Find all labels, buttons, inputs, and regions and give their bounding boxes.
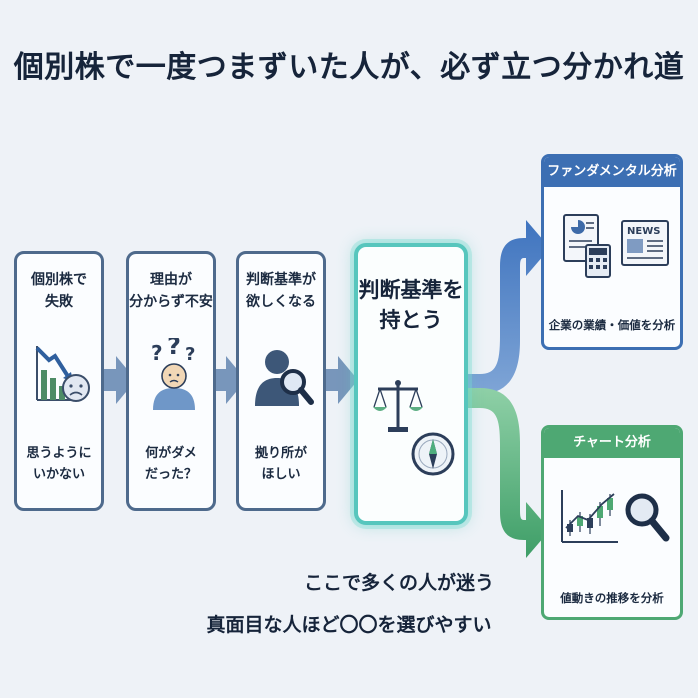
center-card-criteria: 判断基準を 持とう bbox=[354, 243, 468, 525]
step1-top-line2: 失敗 bbox=[45, 293, 73, 310]
step2-top-line2: 分からず不安 bbox=[129, 293, 213, 310]
candlestick-chart-icon bbox=[561, 490, 618, 543]
svg-text:?: ? bbox=[151, 341, 163, 365]
magnifier-icon bbox=[625, 493, 670, 542]
document-calculator-icon bbox=[563, 214, 611, 278]
step1-top-line1: 個別株で bbox=[31, 272, 87, 288]
branch-card-fundamental: ファンダメンタル分析 NEWS 企業の業績・価値を分析 bbox=[541, 154, 683, 350]
svg-text:?: ? bbox=[167, 338, 181, 360]
branch-arrow-fundamental bbox=[466, 220, 550, 394]
arrow-step3-center bbox=[322, 356, 358, 404]
chart-header: チャート分析 bbox=[544, 428, 680, 458]
step2-top-line1: 理由が bbox=[150, 272, 192, 288]
notice-line1: ここで多くの人が迷う bbox=[303, 572, 494, 594]
falling-chart-sad-face-icon bbox=[35, 346, 90, 402]
chart-caption: 値動きの推移を分析 bbox=[560, 591, 664, 605]
compass-icon bbox=[411, 432, 455, 476]
fundamental-header: ファンダメンタル分析 bbox=[544, 157, 680, 187]
branch-card-chart: チャート分析 値動きの推移を分析 bbox=[541, 425, 683, 620]
newspaper-icon: NEWS bbox=[621, 220, 669, 266]
svg-text:?: ? bbox=[185, 344, 195, 365]
center-line1: 判断基準を bbox=[358, 278, 464, 302]
branch-arrow-chart bbox=[466, 388, 550, 558]
step-card-need-criteria: 判断基準が 欲しくなる 拠り所が ほしい bbox=[236, 251, 326, 511]
step1-bottom-line2: いかない bbox=[32, 466, 85, 482]
center-line2: 持とう bbox=[379, 308, 443, 333]
arrow-step2-step3 bbox=[212, 356, 246, 404]
step2-bottom-line1: 何がダメ bbox=[145, 446, 197, 461]
fundamental-caption: 企業の業績・価値を分析 bbox=[548, 318, 676, 332]
step3-top-line2: 欲しくなる bbox=[246, 293, 316, 310]
notice-line2: 真面目な人ほど〇〇を選びやすい bbox=[206, 614, 492, 636]
step3-bottom-line1: 拠り所が bbox=[254, 446, 307, 461]
arrow-step1-step2 bbox=[102, 356, 136, 404]
step1-bottom-line1: 思うように bbox=[26, 446, 92, 461]
diagram-title: 個別株で一度つまずいた人が、必ず立つ分かれ道 bbox=[13, 50, 685, 85]
step3-top-line1: 判断基準が bbox=[246, 272, 316, 288]
balance-scale-icon bbox=[373, 380, 423, 432]
person-magnifier-icon bbox=[255, 350, 314, 406]
step3-bottom-line2: ほしい bbox=[261, 466, 301, 482]
step2-bottom-line2: だった？ bbox=[144, 466, 197, 482]
news-label: NEWS bbox=[627, 226, 660, 237]
step-card-failure: 個別株で 失敗 思うように いかない bbox=[14, 251, 104, 511]
confused-person-icon: ? ? ? bbox=[151, 338, 195, 410]
step-card-anxiety: 理由が 分からず不安 ? ? ? 何がダメ だった？ bbox=[126, 251, 216, 511]
